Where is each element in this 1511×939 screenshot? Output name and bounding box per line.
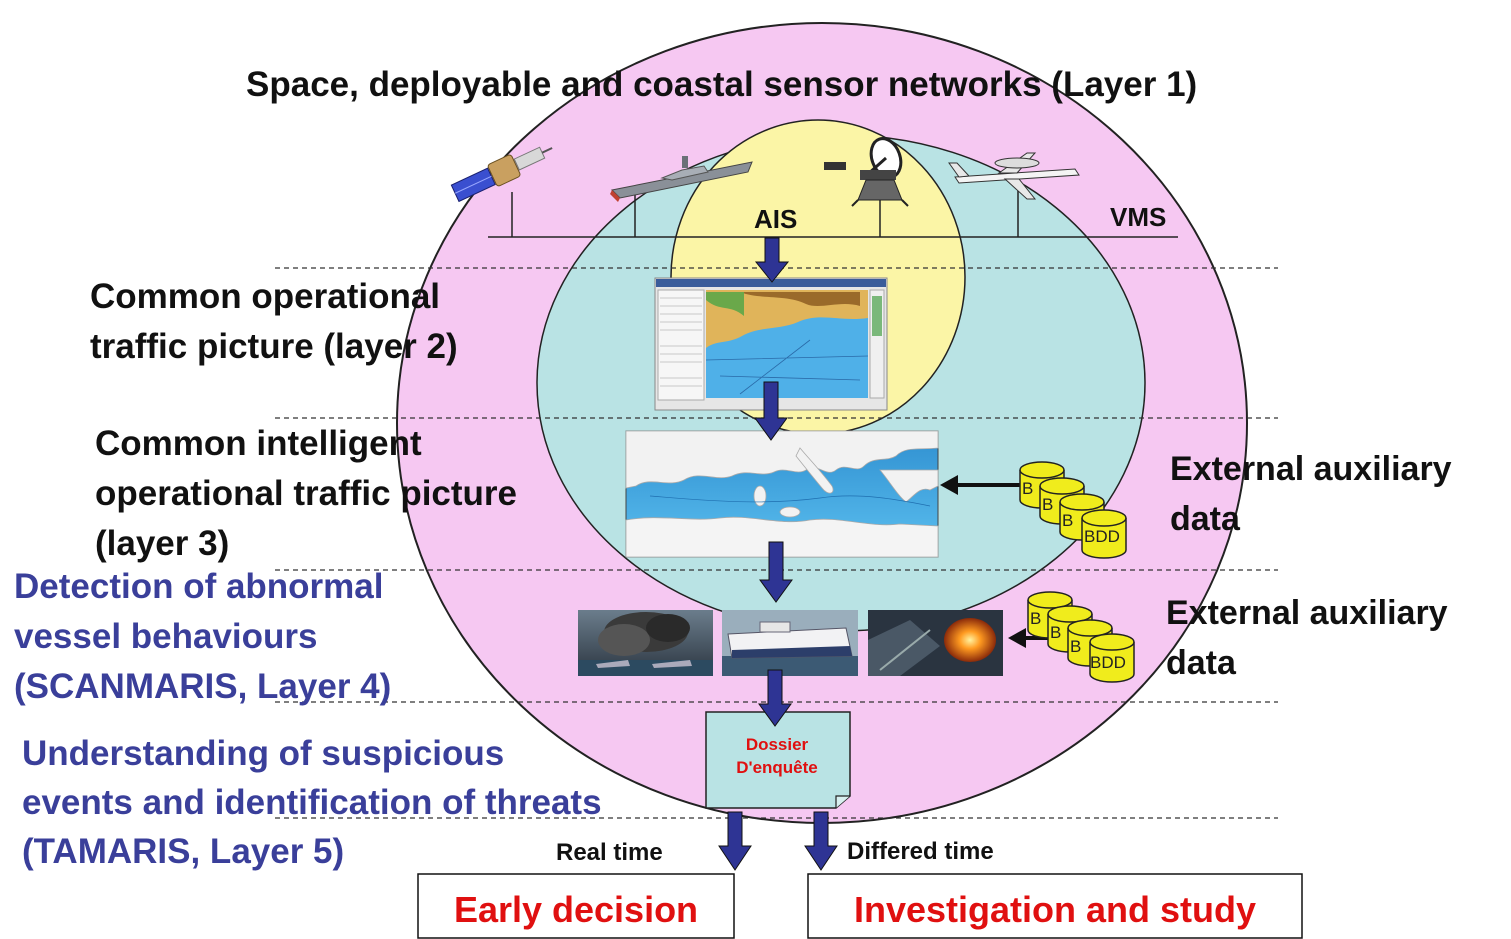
flow-arrows (718, 237, 838, 871)
layer4-label-line2: vessel behaviours (14, 617, 318, 656)
db-label: B (1042, 495, 1053, 514)
layer3-label-line2: operational traffic picture (95, 474, 517, 513)
warship-icon (610, 156, 753, 202)
layer4-label-line1: Detection of abnormal (14, 567, 383, 606)
satellite-icon (450, 146, 553, 203)
db-label: B (1030, 609, 1041, 628)
layer5-label-line2: events and identification of threats (22, 783, 602, 822)
database-stack-top (1019, 461, 1127, 559)
db-label: B (1022, 479, 1033, 498)
early-decision-label: Early decision (454, 889, 698, 930)
layer5-label-line1: Understanding of suspicious (22, 734, 504, 773)
db-label: B (1070, 637, 1081, 656)
layer4-label-line3: (SCANMARIS, Layer 4) (14, 667, 391, 706)
dossier-document (705, 711, 851, 809)
layer5-label-line3: (TAMARIS, Layer 5) (22, 832, 344, 871)
layer2-label-line2: traffic picture (layer 2) (90, 327, 458, 366)
aux-data-top-line1: External auxiliary (1170, 450, 1452, 488)
diagram-title: Space, deployable and coastal sensor net… (246, 65, 1197, 104)
early-decision-box (417, 873, 735, 939)
incident-photo-cruise-ship (722, 610, 858, 676)
aircraft-icon (948, 152, 1080, 200)
database-stack-bottom (1027, 591, 1135, 683)
vms-label: VMS (1110, 202, 1166, 232)
incident-photo-fire (868, 610, 1003, 676)
radar-icon (824, 137, 909, 207)
arrow-down-icon (754, 381, 788, 441)
dossier-line2: D'enquête (736, 758, 818, 777)
real-time-label: Real time (556, 839, 663, 866)
investigation-label: Investigation and study (854, 889, 1256, 930)
arrow-down-icon (758, 669, 792, 727)
incident-photo-smoke (578, 610, 713, 676)
ais-label: AIS (754, 204, 797, 234)
db-label: B (1050, 623, 1061, 642)
layer3-label-line3: (layer 3) (95, 524, 229, 563)
db-label: BDD (1090, 653, 1126, 672)
investigation-box (807, 873, 1303, 939)
arrow-down-icon (754, 237, 790, 283)
arrow-down-icon (759, 541, 793, 603)
mediterranean-map (625, 430, 939, 558)
layer3-label-line1: Common intelligent (95, 424, 422, 463)
db-label: B (1062, 511, 1073, 530)
arrow-down-icon (804, 811, 838, 871)
arrow-left-icon (940, 475, 1022, 495)
aux-data-bottom-line2: data (1166, 644, 1237, 682)
database-icon (1081, 509, 1127, 559)
dossier-line1: Dossier (746, 735, 809, 754)
traffic-picture-screenshot (654, 277, 888, 411)
db-label: BDD (1084, 527, 1120, 546)
database-icon (1089, 633, 1135, 683)
aux-data-top-line2: data (1170, 500, 1241, 538)
sensor-network-line (488, 178, 1178, 238)
aux-data-bottom-line1: External auxiliary (1166, 594, 1448, 632)
differed-time-label: Differed time (847, 838, 994, 865)
arrow-down-icon (718, 811, 752, 871)
layer2-label-line1: Common operational (90, 277, 440, 316)
